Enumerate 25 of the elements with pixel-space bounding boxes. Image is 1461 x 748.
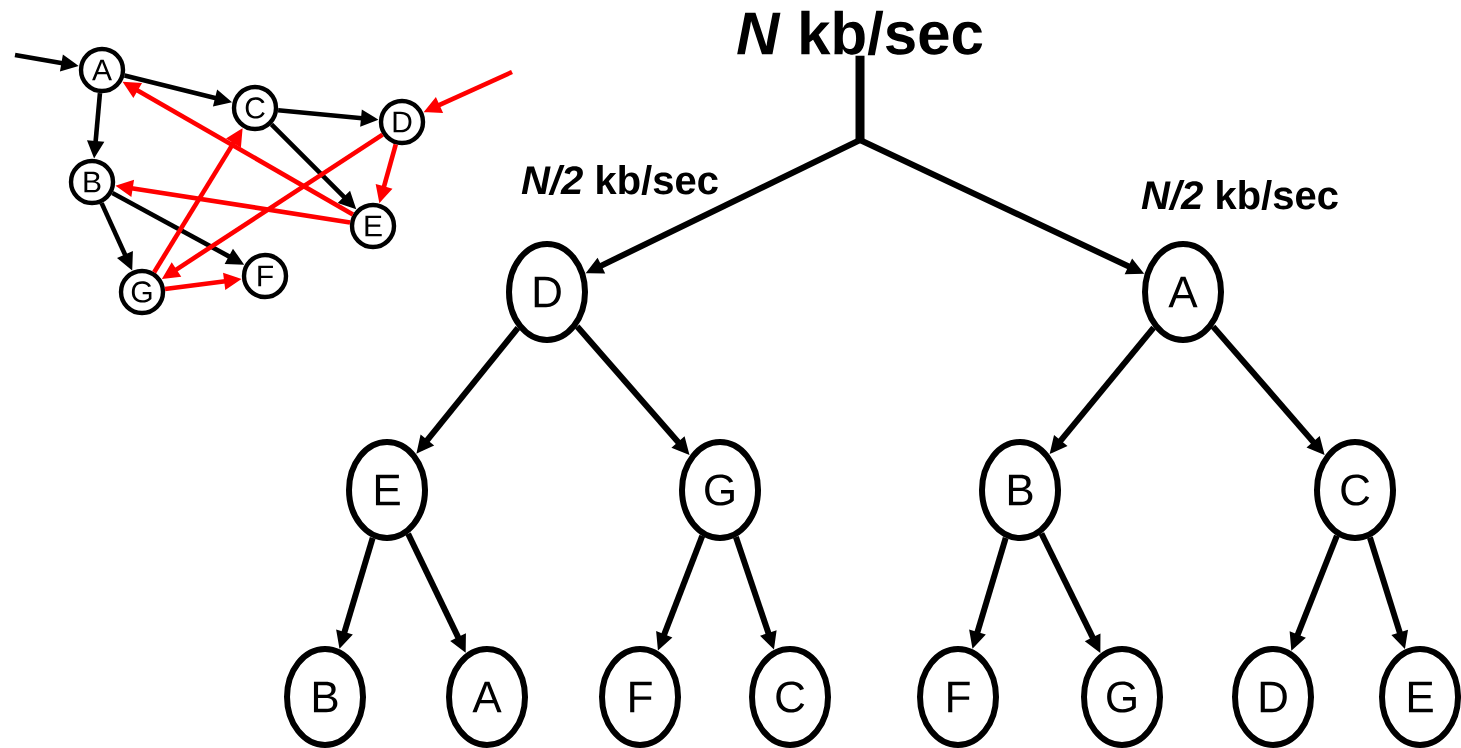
graph-node: C bbox=[231, 84, 279, 132]
tree-node: F bbox=[599, 646, 681, 748]
tree-node: B bbox=[979, 439, 1061, 541]
tree-node: A bbox=[446, 646, 528, 748]
graph-node: B bbox=[68, 158, 116, 206]
tree-node: C bbox=[1314, 439, 1396, 541]
tree-node: F bbox=[917, 646, 999, 748]
tree-node: A bbox=[1142, 241, 1224, 343]
graph-node: F bbox=[241, 252, 289, 300]
tree-node: C bbox=[749, 646, 831, 748]
tree-node: B bbox=[284, 646, 366, 748]
trunk-line bbox=[855, 55, 865, 140]
rate-label: N kb/sec bbox=[737, 10, 983, 56]
edge-label: N/2 kb/sec bbox=[1139, 178, 1341, 212]
graph-node: A bbox=[78, 46, 126, 94]
graph-node: D bbox=[378, 98, 426, 146]
tree-node: G bbox=[679, 439, 761, 541]
tree-node: G bbox=[1081, 646, 1163, 748]
graph-node: G bbox=[118, 268, 166, 316]
tree-node: D bbox=[506, 241, 588, 343]
tree-node: D bbox=[1232, 646, 1314, 748]
graph-node: E bbox=[349, 202, 397, 250]
edge-label: N/2 kb/sec bbox=[519, 163, 721, 197]
tree-node: E bbox=[1379, 646, 1461, 748]
tree-node: E bbox=[346, 439, 428, 541]
